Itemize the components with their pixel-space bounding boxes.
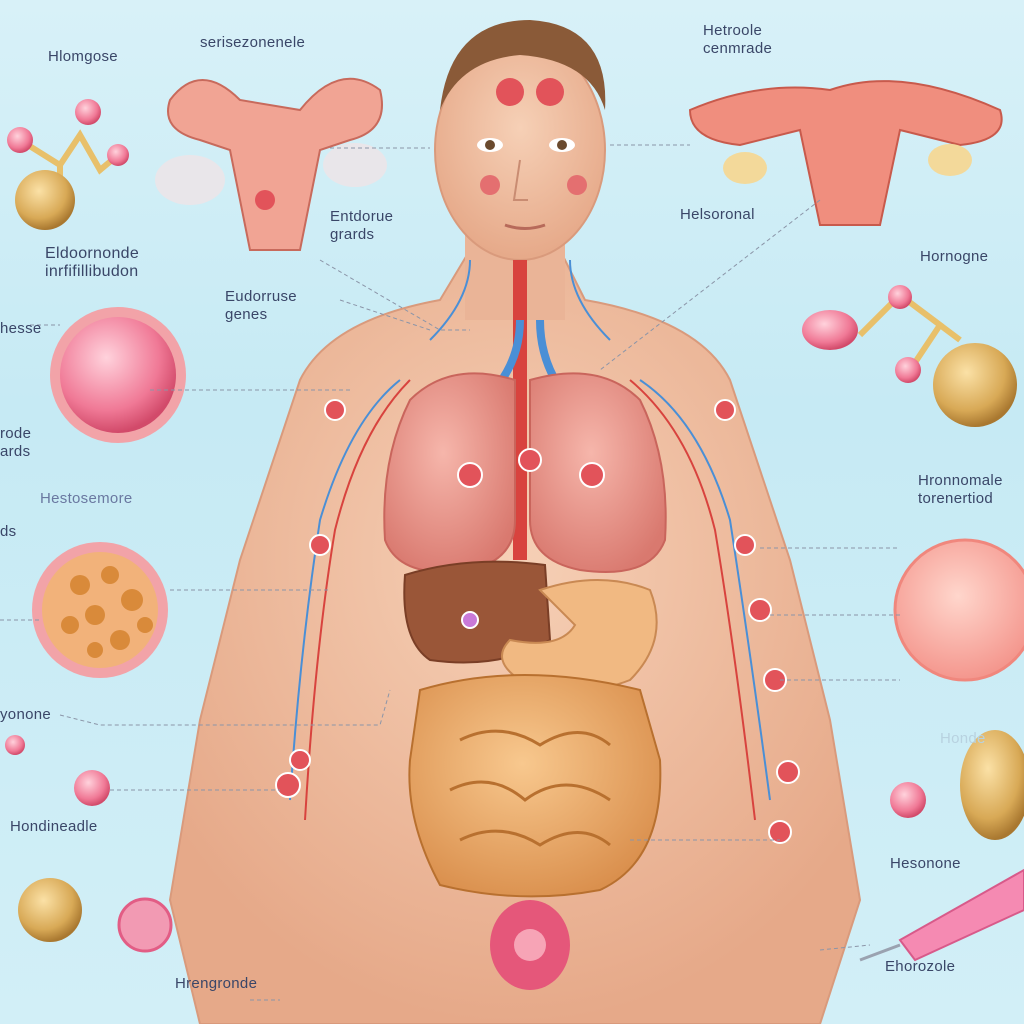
label-right-lower: Hronnomale torenertiod (918, 472, 1003, 507)
label-top-right: Hetroole cenmrade (703, 22, 773, 57)
pituitary-markers (480, 78, 587, 195)
cell-circle-pink (50, 307, 186, 443)
reproductive-organ-left (155, 77, 387, 251)
intestines (408, 674, 662, 898)
label-right-bottom-1: Hesonone (890, 855, 961, 872)
label-right-bottom-2: Ehorozole (885, 958, 956, 975)
label-top-left: Hlomgose (48, 48, 118, 65)
decorative-spheres (5, 730, 1024, 953)
label-left-mid-2: rode ards (0, 425, 32, 460)
label-right-upper: Helsoronal (680, 206, 755, 223)
label-right-mid: Hornogne (920, 248, 989, 265)
bladder (490, 900, 570, 990)
label-left-mid-1: hesse (0, 320, 42, 337)
hormone-molecule-right (802, 285, 1017, 427)
reproductive-organ-right (688, 80, 1003, 226)
leader-lines (0, 144, 900, 1001)
gland-markers (275, 399, 800, 844)
label-left-mid-3: Hestosemore (40, 490, 133, 507)
label-left-lower-2: Hondineadle (10, 818, 98, 835)
syringe (859, 868, 1024, 962)
label-center-left-2: Eudorruse genes (225, 288, 297, 323)
label-center-left-1: Entdorue grards (330, 208, 394, 243)
label-top-center: serisezonenele (200, 34, 306, 51)
label-left-upper: Eldoornonde inrfifillibudon (45, 245, 140, 280)
label-left-mid-4: ds (0, 523, 17, 540)
hormone-molecule-top-left (7, 99, 129, 230)
label-bottom-center: Hrengronde (175, 975, 258, 992)
cell-circle-follicles (32, 542, 168, 678)
label-left-lower-1: yonone (0, 706, 52, 723)
label-right-faint: Honde (940, 730, 986, 747)
cell-circle-right (893, 538, 1024, 682)
head (434, 20, 606, 261)
